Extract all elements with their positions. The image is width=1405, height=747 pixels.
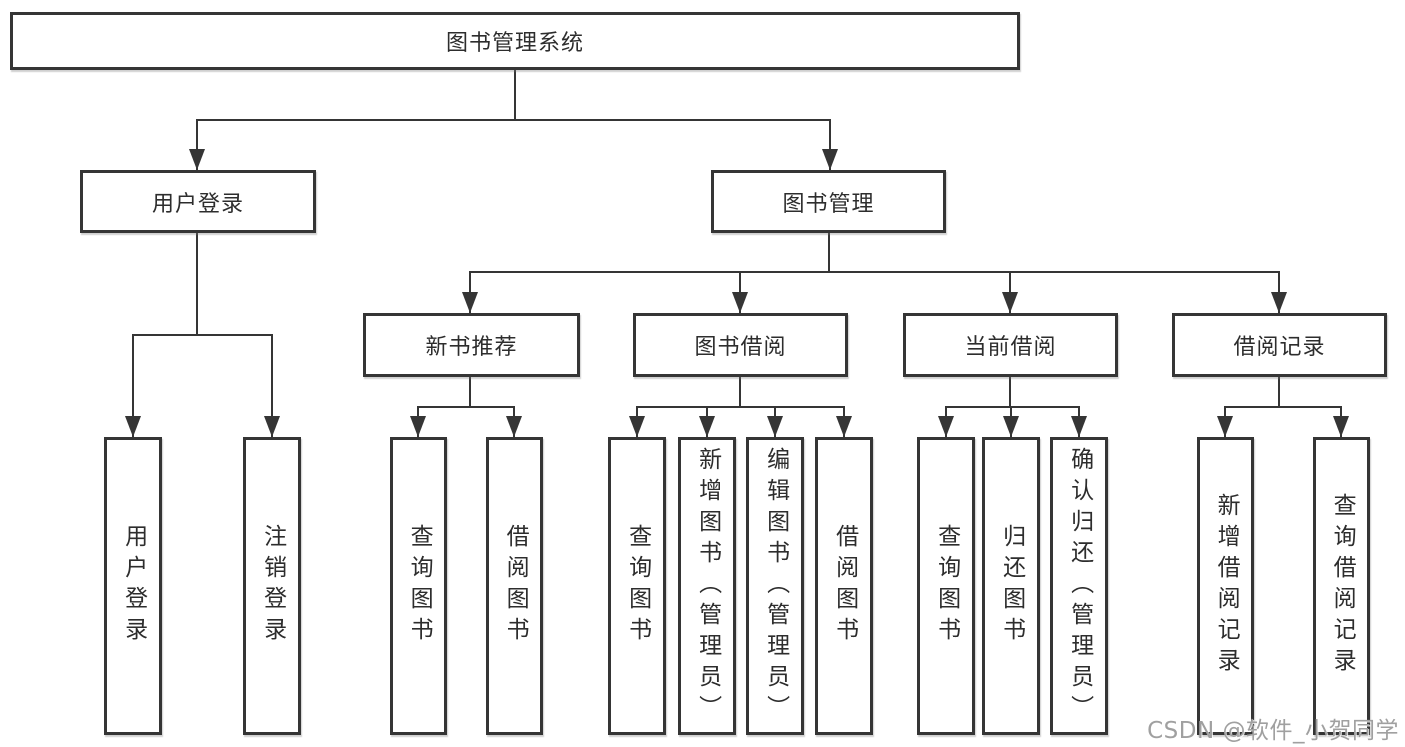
leaf-query-borrow-record: 查询借阅记录 <box>1313 437 1370 735</box>
connector-drop <box>829 120 831 170</box>
node-current-borrowing: 当前借阅 <box>903 313 1118 377</box>
connector-stem <box>1009 377 1011 407</box>
arrow-down-icon <box>410 416 426 437</box>
node-root: 图书管理系统 <box>10 12 1020 70</box>
arrow-down-icon <box>1071 416 1087 437</box>
leaf-logout-login-label: 注销登录 <box>259 524 286 648</box>
connector-rail <box>636 406 845 408</box>
arrow-down-icon <box>767 416 783 437</box>
leaf-borrow-books-recommend: 借阅图书 <box>486 437 543 735</box>
connector-stem <box>514 70 516 120</box>
watermark: CSDN @软件_小贺同学 <box>1147 718 1399 744</box>
leaf-query-books-recommend: 查询图书 <box>390 437 447 735</box>
node-book-borrowing: 图书借阅 <box>633 313 848 377</box>
connector-stem <box>196 233 198 335</box>
arrow-down-icon <box>189 149 205 170</box>
arrow-down-icon <box>462 292 478 313</box>
arrow-down-icon <box>629 416 645 437</box>
leaf-query-books-current: 查询图书 <box>917 437 975 735</box>
arrow-down-icon <box>125 416 141 437</box>
arrow-down-icon <box>699 416 715 437</box>
leaf-query-books-recommend-label: 查询图书 <box>406 524 433 648</box>
leaf-borrow-books-borrow-label: 借阅图书 <box>831 524 858 648</box>
connector-stem <box>739 377 741 407</box>
connector-rail <box>196 119 831 121</box>
leaf-query-books-borrow: 查询图书 <box>608 437 666 735</box>
leaf-user-login: 用户登录 <box>104 437 162 735</box>
node-user-login-label: 用户登录 <box>151 191 244 217</box>
leaf-query-borrow-record-label: 查询借阅记录 <box>1329 493 1356 679</box>
leaf-return-books-label: 归还图书 <box>998 524 1025 648</box>
connector-rail <box>469 271 1280 273</box>
arrow-down-icon <box>822 149 838 170</box>
node-book-management-label: 图书管理 <box>782 191 875 217</box>
connector-rail <box>132 334 273 336</box>
connector-rail <box>417 406 515 408</box>
leaf-borrow-books-recommend-label: 借阅图书 <box>502 524 529 648</box>
connector-rail <box>945 406 1080 408</box>
node-current-borrowing-label: 当前借阅 <box>964 335 1057 360</box>
arrow-down-icon <box>1333 416 1349 437</box>
node-book-management: 图书管理 <box>711 170 946 233</box>
node-user-login: 用户登录 <box>80 170 316 233</box>
leaf-query-books-current-label: 查询图书 <box>933 524 960 648</box>
arrow-down-icon <box>1002 292 1018 313</box>
arrow-down-icon <box>1271 292 1287 313</box>
arrow-down-icon <box>836 416 852 437</box>
connector-drop <box>196 120 198 170</box>
leaf-logout-login: 注销登录 <box>243 437 301 735</box>
arrow-down-icon <box>1217 416 1233 437</box>
node-borrowing-records: 借阅记录 <box>1172 313 1387 377</box>
arrow-down-icon <box>1003 416 1019 437</box>
leaf-edit-books-admin-label: 编辑图书（管理员） <box>762 446 789 726</box>
node-borrowing-records-label: 借阅记录 <box>1233 335 1326 360</box>
node-root-label: 图书管理系统 <box>445 31 584 56</box>
connector-stem <box>469 377 471 407</box>
leaf-return-books: 归还图书 <box>982 437 1040 735</box>
arrow-down-icon <box>264 416 280 437</box>
connector-drop <box>132 335 134 437</box>
arrow-down-icon <box>732 292 748 313</box>
leaf-new-borrow-record-label: 新增借阅记录 <box>1213 493 1240 679</box>
connector-rail <box>1224 406 1342 408</box>
connector-stem <box>828 233 830 272</box>
leaf-new-borrow-record: 新增借阅记录 <box>1197 437 1254 735</box>
leaf-add-books-admin-label: 新增图书（管理员） <box>694 446 721 726</box>
arrow-down-icon <box>506 416 522 437</box>
leaf-user-login-label: 用户登录 <box>120 524 147 648</box>
leaf-add-books-admin: 新增图书（管理员） <box>678 437 736 735</box>
leaf-edit-books-admin: 编辑图书（管理员） <box>746 437 804 735</box>
node-new-book-recommendation-label: 新书推荐 <box>425 335 518 360</box>
connector-stem <box>1278 377 1280 407</box>
node-new-book-recommendation: 新书推荐 <box>363 313 580 377</box>
leaf-confirm-return-admin-label: 确认归还（管理员） <box>1066 446 1093 726</box>
leaf-query-books-borrow-label: 查询图书 <box>624 524 651 648</box>
leaf-borrow-books-borrow: 借阅图书 <box>815 437 873 735</box>
leaf-confirm-return-admin: 确认归还（管理员） <box>1050 437 1108 735</box>
connector-drop <box>271 335 273 437</box>
node-book-borrowing-label: 图书借阅 <box>694 335 787 360</box>
arrow-down-icon <box>938 416 954 437</box>
